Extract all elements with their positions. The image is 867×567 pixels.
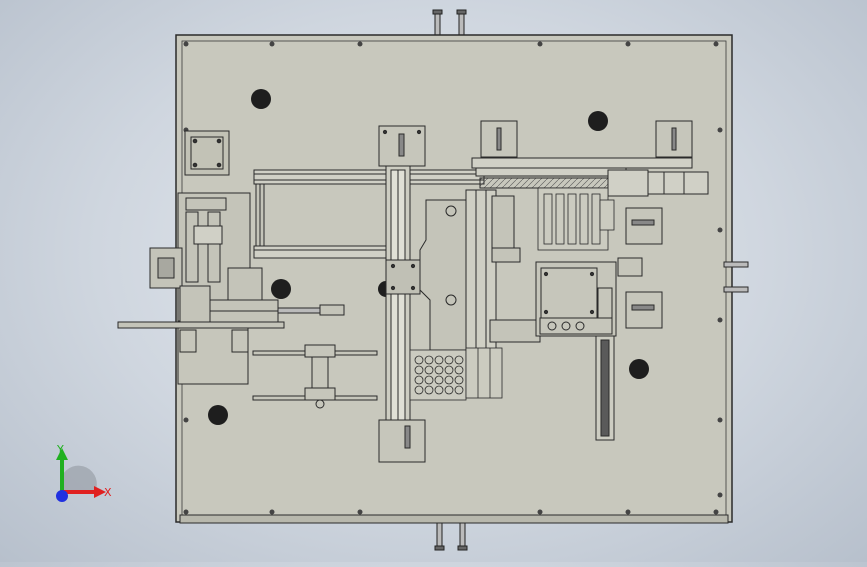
left-gripper [117, 192, 345, 329]
cell-tray-right [537, 187, 615, 251]
belt-pulleys [252, 344, 378, 409]
right-side-brackets [625, 207, 749, 329]
z-axis-dot [56, 490, 68, 502]
top-brackets [378, 120, 693, 167]
coordinate-triad: Y X [40, 440, 120, 510]
y-axis-label: Y [56, 443, 64, 456]
corner-bracket [184, 130, 230, 176]
linear-rails [253, 169, 485, 259]
central-carriage [419, 189, 541, 351]
cell-tray-center [409, 347, 503, 401]
right-vertical-profile [595, 335, 615, 441]
right-fixture [535, 257, 643, 337]
perimeter-screws [183, 41, 723, 515]
top-bolts [432, 9, 467, 39]
x-axis-label: X [104, 486, 112, 499]
left-lower-block [177, 327, 249, 385]
ball-screw-assembly [471, 157, 709, 197]
bottom-bolts [434, 521, 468, 551]
vertical-slide [378, 165, 426, 463]
triad-graphic: Y X [56, 443, 112, 502]
